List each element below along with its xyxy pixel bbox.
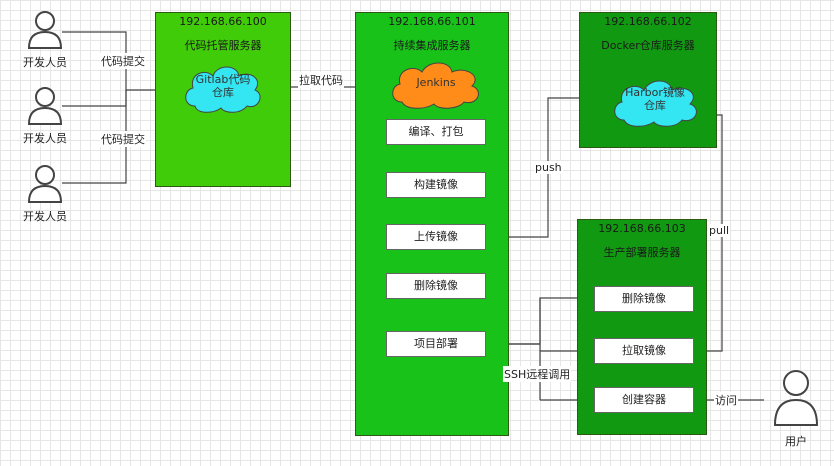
developer-3: 开发人员 xyxy=(15,162,75,232)
edge-label-pull: pull xyxy=(708,224,731,237)
harbor-cloud-icon xyxy=(614,80,697,127)
jenkins-cloud-label: Jenkins xyxy=(416,76,456,89)
edge-label-visit: 访问 xyxy=(714,392,738,408)
server-title: 持续集成服务器 xyxy=(393,39,471,52)
step-compile-package: 编译、打包 xyxy=(386,119,486,145)
developer-label: 开发人员 xyxy=(23,132,67,145)
edge-label-commit-1: 代码提交 xyxy=(100,53,146,69)
harbor-cloud-label: Harbor镜像仓库 xyxy=(625,86,685,112)
edge-label-ssh: SSH远程调用 xyxy=(503,366,572,382)
server-title: 生产部署服务器 xyxy=(603,246,681,259)
server-ip: 192.168.66.102 xyxy=(604,15,692,28)
person-icon xyxy=(27,87,63,125)
developer-label: 开发人员 xyxy=(23,210,67,223)
person-icon xyxy=(27,165,63,203)
edge-label-pull-code: 拉取代码 xyxy=(298,72,344,88)
developer-1: 开发人员 xyxy=(15,8,75,78)
developer-2: 开发人员 xyxy=(15,84,75,154)
step-upload-image: 上传镜像 xyxy=(386,224,486,250)
prod-step-delete-image: 删除镜像 xyxy=(594,286,694,312)
edge-label-push: push xyxy=(534,161,563,174)
edge-label-commit-2: 代码提交 xyxy=(100,131,146,147)
prod-step-pull-image: 拉取镜像 xyxy=(594,338,694,364)
developer-label: 开发人员 xyxy=(23,56,67,69)
docker-server: 192.168.66.102 Docker仓库服务器 xyxy=(579,12,717,148)
end-user: 用户 xyxy=(766,367,826,448)
server-ip: 192.168.66.100 xyxy=(179,15,267,28)
person-icon xyxy=(773,370,819,426)
step-deploy-project: 项目部署 xyxy=(386,331,486,357)
edge-dev3-gitlab xyxy=(62,90,127,184)
step-build-image: 构建镜像 xyxy=(386,172,486,198)
jenkins-cloud-icon xyxy=(392,62,479,109)
server-title: Docker仓库服务器 xyxy=(601,39,695,52)
server-title: 代码托管服务器 xyxy=(184,39,262,52)
user-label: 用户 xyxy=(785,435,807,448)
person-icon xyxy=(27,11,63,49)
server-ip: 192.168.66.101 xyxy=(388,15,476,28)
gitlab-cloud-label: Gitlab代码仓库 xyxy=(195,73,251,99)
step-delete-image: 删除镜像 xyxy=(386,273,486,299)
server-ip: 192.168.66.103 xyxy=(598,222,686,235)
gitlab-cloud-icon xyxy=(185,66,261,113)
prod-step-create-container: 创建容器 xyxy=(594,387,694,413)
